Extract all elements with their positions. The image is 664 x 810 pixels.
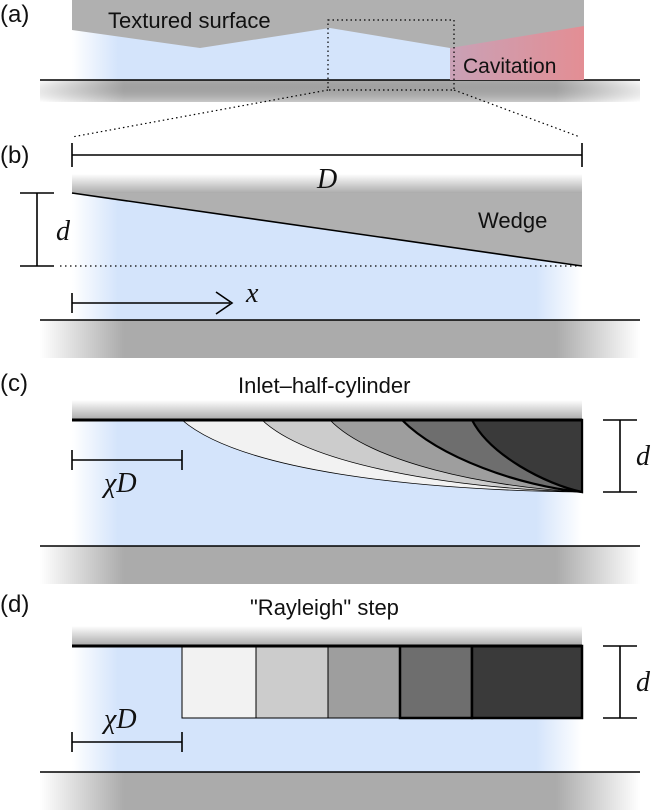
zoom-guide-left — [71, 89, 329, 138]
panel-b-length-label: D — [316, 164, 337, 195]
panel-c-tag: (c) — [0, 370, 28, 397]
panel-d-step-2 — [255, 645, 329, 719]
panel-c-title: Inlet–half-cylinder — [238, 373, 410, 398]
panel-d-title: "Rayleigh" step — [250, 595, 399, 620]
panel-c-floor — [40, 546, 640, 584]
panel-c-offset-label: χD — [101, 468, 137, 499]
panel-a-tag: (a) — [0, 1, 29, 28]
panel-b-coord-label: x — [245, 278, 259, 309]
panel-c-profile-5 — [470, 418, 584, 494]
panel-b-shape-label: Wedge — [478, 208, 547, 233]
panel-c-ceiling — [72, 400, 582, 420]
panel-d-depth-label: d — [636, 667, 651, 698]
panel-d: (d) "Rayleigh" step χD d — [0, 591, 651, 810]
panel-d-step-4 — [398, 644, 474, 720]
panel-a-cavitation-region — [450, 26, 584, 80]
panel-d-offset-label: χD — [101, 704, 137, 735]
panel-a-zoom-box — [327, 19, 455, 91]
panel-d-tag: (d) — [0, 591, 29, 618]
panel-d-ceiling — [72, 626, 582, 646]
panel-d-step-3 — [327, 645, 401, 719]
panel-a-surface-label: Textured surface — [108, 8, 271, 33]
panel-a-floor-shade — [40, 80, 640, 102]
panel-d-step-5 — [470, 644, 584, 720]
panel-b-wedge-edge — [71, 192, 583, 267]
panel-c: (c) Inlet–half-cylinder χD d — [0, 370, 651, 584]
panel-b-depth-label: d — [56, 216, 71, 247]
panel-c-depth-label: d — [636, 441, 651, 472]
panel-b-tag: (b) — [0, 142, 29, 169]
panel-b-coord-arrowhead — [215, 291, 234, 315]
panel-a: (a) Textured surface Cavitation — [0, 0, 640, 102]
panel-d-step-1 — [181, 645, 257, 719]
panel-b: (b) D d x Wedge — [0, 142, 640, 358]
panel-a-cavitation-label: Cavitation — [463, 55, 556, 78]
panel-b-floor — [40, 320, 640, 358]
panel-d-floor — [40, 772, 640, 810]
panel-b-ceiling — [72, 174, 582, 194]
